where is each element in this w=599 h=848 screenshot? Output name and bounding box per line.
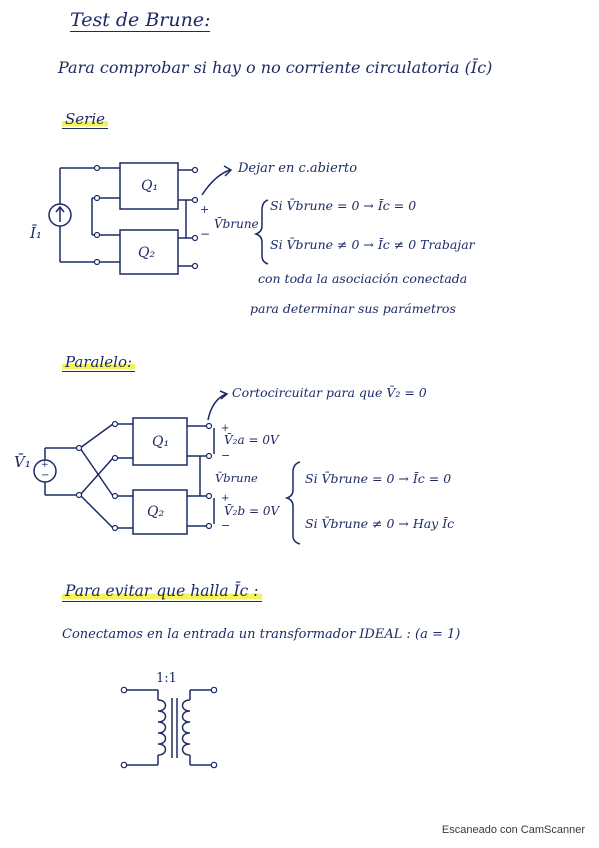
serie-condition-4: para determinar sus parámetros	[250, 301, 456, 316]
serie-condition-1: Si V̄brune = 0 → Īc = 0	[270, 198, 417, 213]
q1-box-serie	[119, 162, 179, 210]
q2-box-paralelo	[132, 489, 188, 535]
paralelo-q2-plus: +	[221, 493, 230, 504]
serie-q2-label: Q₂	[138, 245, 156, 261]
serie-arrow-note: Dejar en c.abierto	[238, 161, 358, 176]
paralelo-source-label: V̄₁	[14, 453, 31, 471]
serie-heading: Serie	[62, 112, 108, 129]
voltage-source-paralelo	[33, 459, 57, 483]
serie-vbrune-label: V̄brune	[214, 217, 259, 231]
q1-box-paralelo	[132, 417, 188, 466]
paralelo-q2-label: Q₂	[147, 504, 165, 520]
paralelo-source-minus: −	[41, 470, 50, 481]
evitar-text: Conectamos en la entrada un transformado…	[62, 627, 461, 642]
paralelo-condition-2: Si V̄brune ≠ 0 → Hay Īc	[305, 516, 455, 531]
paralelo-arrow-note: Cortocircuitar para que V̄₂ = 0	[232, 385, 427, 400]
serie-minus: −	[200, 227, 211, 241]
paralelo-q1-plus: +	[221, 423, 230, 434]
serie-q1-label: Q₁	[141, 178, 159, 194]
transformer-ratio: 1:1	[156, 671, 177, 686]
intro-text: Para comprobar si hay o no corriente cir…	[58, 58, 493, 77]
q2-box-serie	[119, 229, 179, 275]
paralelo-q1-label: Q₁	[152, 434, 170, 450]
scanner-watermark: Escaneado con CamScanner	[441, 824, 585, 836]
serie-condition-3: con toda la asociación conectada	[258, 271, 468, 286]
paralelo-v2a-label: V̄₂a = 0V	[224, 433, 279, 447]
serie-plus: +	[200, 203, 210, 216]
paralelo-q2-minus: −	[221, 519, 231, 532]
paralelo-vbrune-label: V̄brune	[215, 471, 258, 485]
paralelo-heading: Paralelo:	[62, 355, 136, 372]
paralelo-v2b-label: V̄₂b = 0V	[224, 504, 280, 518]
serie-source-label: Ī₁	[30, 224, 42, 242]
serie-condition-2: Si V̄brune ≠ 0 → Īc ≠ 0 Trabajar	[270, 237, 475, 252]
paralelo-condition-1: Si V̄brune = 0 → Īc = 0	[305, 471, 452, 486]
page-title: Test de Brune:	[70, 9, 211, 32]
evitar-heading: Para evitar que halla Īc :	[62, 583, 262, 602]
paralelo-source-plus: +	[41, 460, 49, 470]
paralelo-q1-minus: −	[221, 449, 231, 462]
